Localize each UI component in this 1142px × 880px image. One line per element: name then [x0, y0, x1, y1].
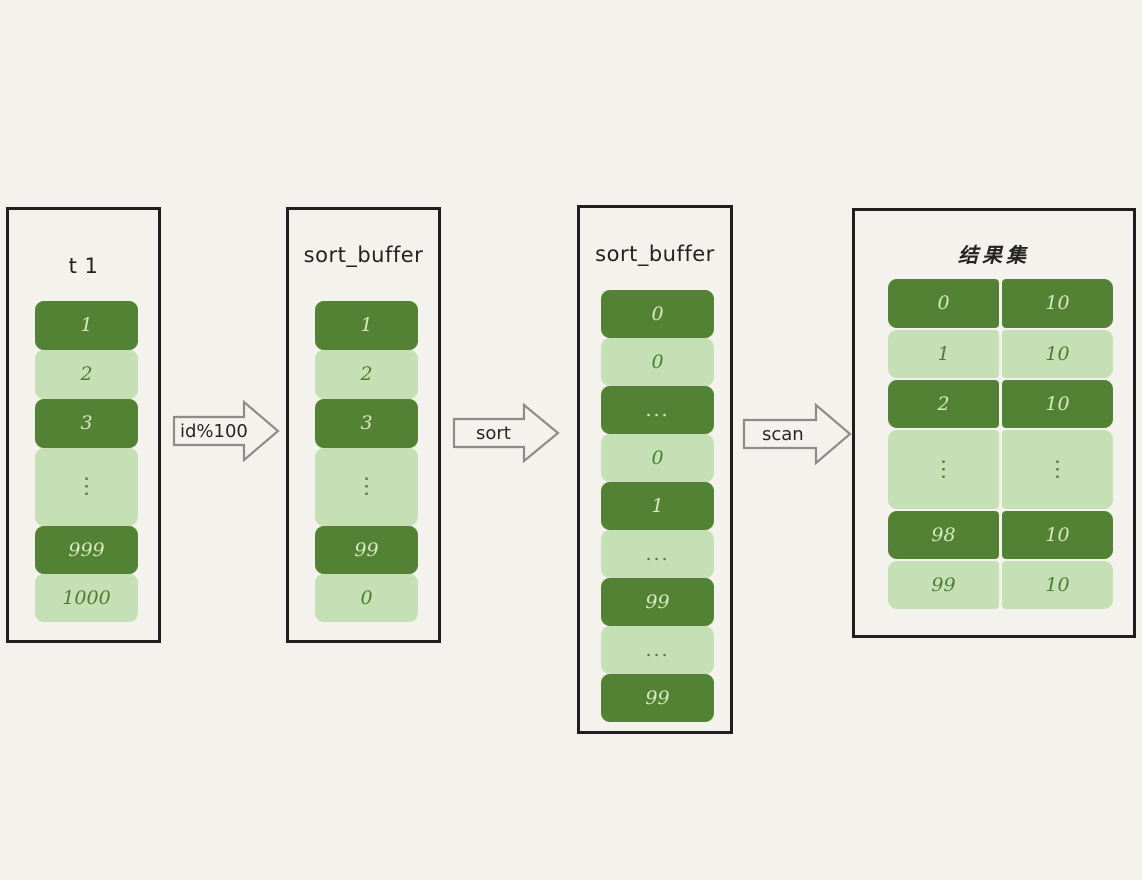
cell-sb2-3: ... [601, 386, 714, 434]
cell-value: 10 [1045, 292, 1070, 314]
cell-sb2-6: ... [601, 530, 714, 578]
cell-value: 99 [645, 686, 670, 709]
result-row-count: ⋮ [1002, 430, 1113, 509]
cell-value: 0 [651, 302, 664, 325]
cell-sb2-7: 99 [601, 578, 714, 626]
panel-title-result-set: 结果集 [958, 243, 1030, 267]
cell-value: 1 [651, 494, 664, 517]
panel-title-sort-buffer-sorted: sort_buffer [595, 242, 715, 266]
result-row-key: 98 [888, 511, 999, 559]
cell-value: 99 [645, 590, 670, 613]
cell-sb1-ellipsis: ⋮ [315, 448, 418, 526]
result-row-count: 10 [1002, 380, 1113, 428]
cell-value: 0 [651, 446, 664, 469]
cell-value: 1 [360, 314, 373, 336]
cell-value: 10 [1045, 392, 1070, 415]
cell-sb1-0: 0 [315, 574, 418, 622]
cell-value: 1 [937, 342, 950, 365]
cell-sb1-3: 3 [315, 399, 418, 448]
cell-value: 0 [651, 350, 664, 373]
panel-table-t1: t 1 1 2 3 ⋮ 999 1000 [6, 207, 161, 643]
result-row-key: 2 [888, 380, 999, 428]
cell-t1-1000: 1000 [35, 574, 138, 622]
cell-value: ⋮ [932, 456, 955, 482]
cell-value: 2 [937, 392, 950, 415]
cell-value: 1000 [62, 586, 111, 609]
cell-value: 10 [1045, 573, 1070, 596]
arrow-id-mod-100: id%100 [172, 399, 280, 463]
cell-value: 0 [937, 292, 950, 314]
result-row-count: 10 [1002, 561, 1113, 609]
result-row-key: 99 [888, 561, 999, 609]
cell-sb2-9: 99 [601, 674, 714, 722]
cell-sb1-1: 1 [315, 301, 418, 350]
cell-sb2-4: 0 [601, 434, 714, 482]
result-row-count: 10 [1002, 330, 1113, 378]
cell-value: 3 [80, 412, 93, 434]
cell-sb2-1: 0 [601, 290, 714, 338]
panel-sort-buffer-sorted: sort_buffer 0 0 ... 0 1 ... 99 ... 99 [577, 205, 733, 734]
cell-value: ⋮ [355, 474, 378, 500]
result-row-key: 0 [888, 279, 999, 328]
panel-result-set: 结果集 0 10 1 10 2 10 ⋮ ⋮ 98 [852, 208, 1136, 638]
cell-value: 1 [80, 314, 93, 336]
arrow-scan: scan [742, 402, 852, 466]
arrow-sort: sort [452, 402, 560, 464]
cell-value: 2 [80, 363, 93, 385]
cell-value: ... [645, 542, 670, 565]
panel-title-sort-buffer-unsorted: sort_buffer [303, 243, 424, 267]
cell-value: 2 [360, 363, 373, 385]
cell-sb1-99: 99 [315, 526, 418, 574]
cell-t1-3: 3 [35, 399, 138, 448]
cell-sb1-2: 2 [315, 350, 418, 399]
cell-t1-1: 1 [35, 301, 138, 350]
cell-value: 3 [360, 412, 373, 434]
cell-value: 10 [1045, 342, 1070, 365]
cell-value: 999 [68, 538, 105, 561]
panel-sort-buffer-unsorted: sort_buffer 1 2 3 ⋮ 99 0 [286, 207, 441, 643]
cell-t1-2: 2 [35, 350, 138, 399]
cell-t1-999: 999 [35, 526, 138, 574]
cell-value: 0 [360, 586, 373, 609]
cell-value: ... [645, 638, 670, 661]
cell-value: 98 [931, 523, 956, 546]
result-row-key: ⋮ [888, 430, 999, 509]
cell-value: 99 [931, 573, 956, 596]
cell-sb2-5: 1 [601, 482, 714, 530]
panel-title-t1: t 1 [68, 254, 99, 278]
cell-t1-ellipsis: ⋮ [35, 448, 138, 526]
result-row-count: 10 [1002, 279, 1113, 328]
cell-value: ⋮ [1046, 456, 1069, 482]
cell-value: ... [645, 398, 670, 421]
cell-value: ⋮ [75, 474, 98, 500]
result-row-count: 10 [1002, 511, 1113, 559]
cell-sb2-2: 0 [601, 338, 714, 386]
cell-value: 99 [354, 538, 379, 561]
result-row-key: 1 [888, 330, 999, 378]
cell-sb2-8: ... [601, 626, 714, 674]
cell-value: 10 [1045, 523, 1070, 546]
